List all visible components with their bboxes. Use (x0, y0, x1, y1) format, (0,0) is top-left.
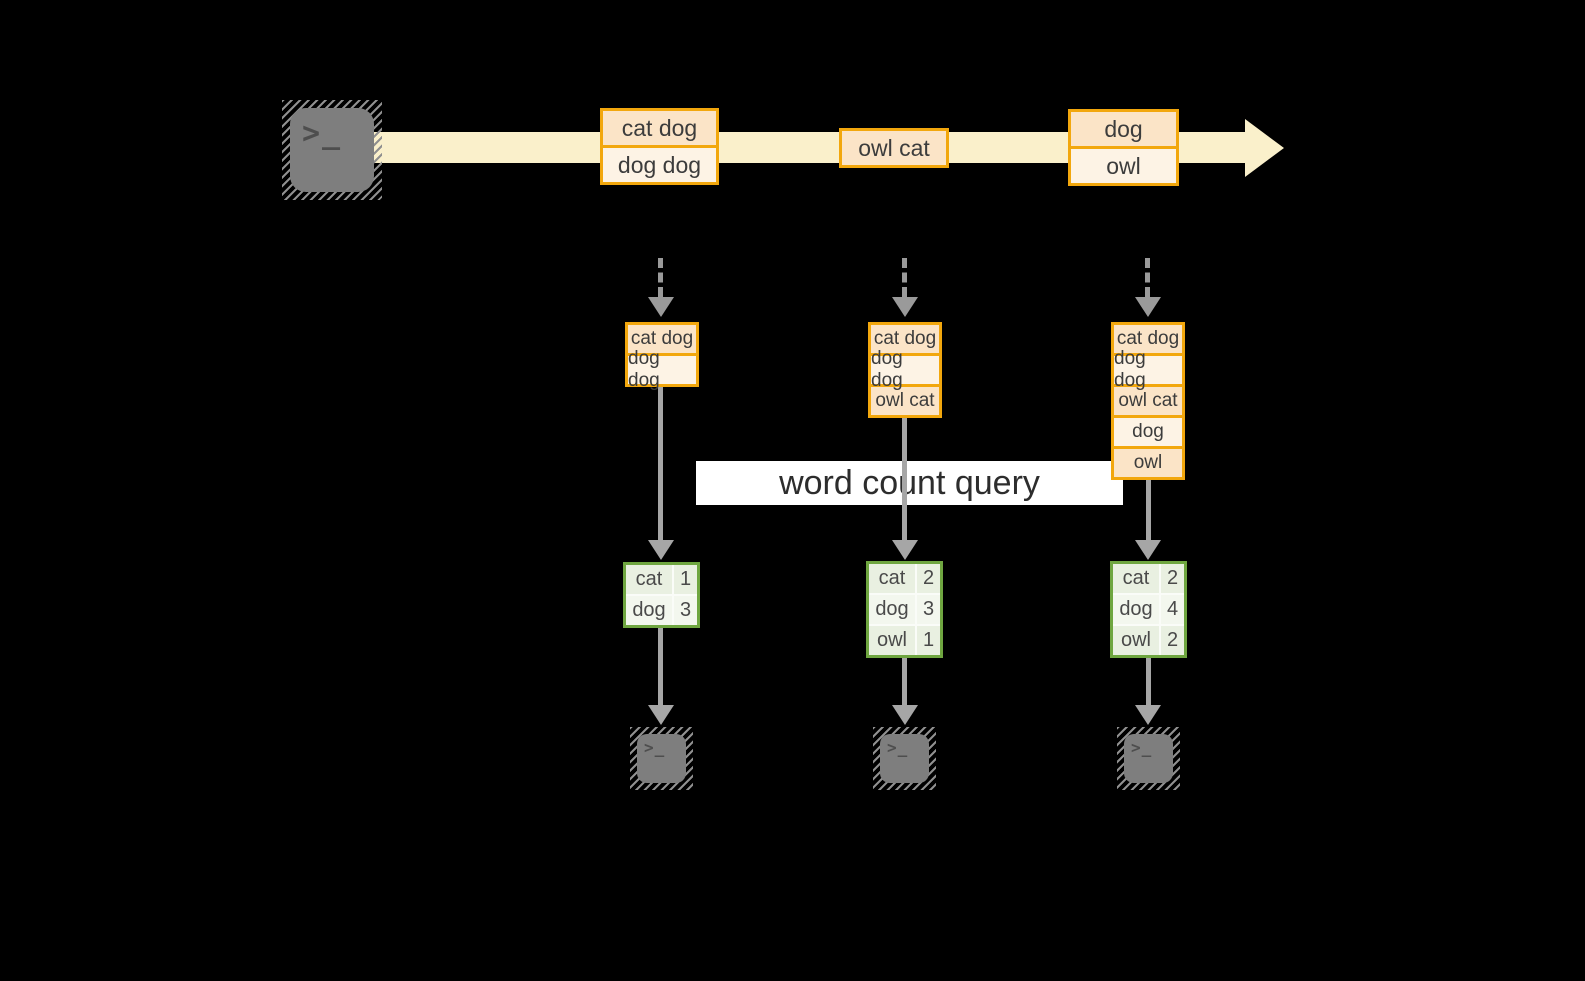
arrowhead-icon (1135, 705, 1161, 725)
stream-to-state-arrow (902, 258, 907, 297)
table-cell-word: owl (1113, 626, 1159, 655)
word-count-table-3: cat 2 dog 4 owl 2 (1110, 561, 1187, 658)
event-row: cat dog (603, 111, 716, 145)
state-row: dog (1114, 418, 1182, 446)
stream-to-state-arrow (1145, 258, 1150, 297)
state-buffer-3: cat dog dog dog owl cat dog owl (1111, 322, 1185, 480)
table-to-sink-arrow (1146, 658, 1151, 705)
arrowhead-icon (648, 540, 674, 560)
event-row: dog dog (603, 148, 716, 182)
state-row: dog dog (1114, 348, 1182, 391)
query-label: word count query (779, 463, 1040, 502)
sink-terminal-icon-3: >_ (1117, 727, 1180, 790)
state-row: dog dog (871, 348, 939, 391)
arrowhead-icon (648, 297, 674, 317)
state-row: owl (1114, 449, 1182, 477)
state-to-table-arrow (902, 418, 907, 540)
arrowhead-icon (1135, 297, 1161, 317)
table-cell-count: 1 (674, 565, 697, 594)
terminal-prompt-glyph: >_ (644, 738, 666, 757)
table-cell-count: 2 (1161, 626, 1184, 655)
table-cell-count: 4 (1161, 595, 1184, 624)
terminal-body: >_ (880, 734, 929, 783)
state-to-table-arrow (658, 387, 663, 540)
state-to-table-arrow (1146, 480, 1151, 540)
terminal-prompt-glyph: >_ (302, 116, 343, 151)
event-row: owl (1071, 149, 1176, 183)
state-row: dog dog (628, 348, 696, 391)
state-row: cat dog (1114, 325, 1182, 353)
state-row: owl cat (1114, 387, 1182, 415)
terminal-body: >_ (1124, 734, 1173, 783)
word-count-table-1: cat 1 dog 3 (623, 562, 700, 628)
terminal-prompt-glyph: >_ (1131, 738, 1153, 757)
table-cell-word: cat (1113, 564, 1159, 593)
state-row: cat dog (628, 325, 696, 353)
terminal-body: >_ (290, 108, 374, 192)
table-cell-word: owl (869, 626, 915, 655)
arrowhead-icon (1135, 540, 1161, 560)
stream-arrowhead-icon (1245, 119, 1284, 177)
table-cell-word: cat (869, 564, 915, 593)
state-row: owl cat (871, 387, 939, 415)
table-to-sink-arrow (658, 628, 663, 705)
table-cell-count: 3 (917, 595, 940, 624)
table-to-sink-arrow (902, 658, 907, 705)
arrowhead-icon (892, 705, 918, 725)
event-row: owl cat (842, 131, 946, 165)
stream-to-state-arrow (658, 258, 663, 297)
state-buffer-2: cat dog dog dog owl cat (868, 322, 942, 418)
word-count-table-2: cat 2 dog 3 owl 1 (866, 561, 943, 658)
state-buffer-1: cat dog dog dog (625, 322, 699, 391)
source-terminal-icon: >_ (282, 100, 382, 200)
stream-event-box-2: owl cat (839, 128, 949, 168)
event-row: dog (1071, 112, 1176, 146)
sink-terminal-icon-1: >_ (630, 727, 693, 790)
terminal-prompt-glyph: >_ (887, 738, 909, 757)
table-cell-count: 2 (917, 564, 940, 593)
table-cell-word: dog (869, 595, 915, 624)
table-cell-word: dog (626, 596, 672, 625)
stream-event-box-1: cat dog dog dog (600, 108, 719, 185)
table-cell-count: 3 (674, 596, 697, 625)
stream-event-box-3: dog owl (1068, 109, 1179, 186)
query-label-band: word count query (696, 461, 1123, 505)
table-cell-count: 2 (1161, 564, 1184, 593)
terminal-body: >_ (637, 734, 686, 783)
sink-terminal-icon-2: >_ (873, 727, 936, 790)
arrowhead-icon (648, 705, 674, 725)
arrowhead-icon (892, 297, 918, 317)
table-cell-word: cat (626, 565, 672, 594)
arrowhead-icon (892, 540, 918, 560)
state-row: cat dog (871, 325, 939, 353)
table-cell-count: 1 (917, 626, 940, 655)
table-cell-word: dog (1113, 595, 1159, 624)
